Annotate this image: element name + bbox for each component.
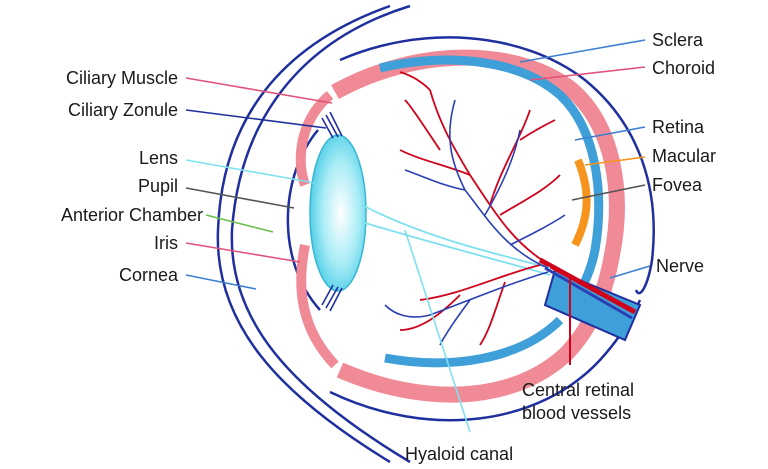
optic-nerve bbox=[538, 257, 642, 342]
retinal-arteries bbox=[399, 71, 561, 346]
lens-body bbox=[309, 134, 367, 292]
choroid-band bbox=[331, 49, 625, 403]
label-choroid: Choroid bbox=[652, 58, 715, 78]
label-macular: Macular bbox=[652, 146, 716, 166]
macula-patch bbox=[571, 158, 591, 247]
retina-band-lower bbox=[384, 316, 564, 368]
label-anterior-chamber: Anterior Chamber bbox=[61, 205, 203, 225]
label-central-retinal-line2: blood vessels bbox=[522, 403, 631, 423]
hyaloid-canal-leader bbox=[404, 229, 471, 433]
label-lens: Lens bbox=[139, 148, 178, 168]
label-sclera: Sclera bbox=[652, 30, 704, 50]
retinal-veins bbox=[384, 99, 566, 346]
label-pupil: Pupil bbox=[138, 176, 178, 196]
label-central-retinal-line1: Central retinal bbox=[522, 380, 634, 400]
label-cornea: Cornea bbox=[119, 265, 179, 285]
label-hyaloid-canal: Hyaloid canal bbox=[405, 444, 513, 464]
retina-band bbox=[378, 55, 604, 314]
label-nerve: Nerve bbox=[656, 256, 704, 276]
iris-upper bbox=[295, 91, 334, 187]
label-fovea: Fovea bbox=[652, 175, 703, 195]
iris-lower bbox=[296, 244, 339, 369]
label-retina: Retina bbox=[652, 117, 705, 137]
label-ciliary-zonule: Ciliary Zonule bbox=[68, 100, 178, 120]
ciliary-zonule-fibres bbox=[321, 111, 343, 312]
hyaloid-canal bbox=[361, 204, 551, 269]
right-leader-lines bbox=[519, 39, 651, 279]
left-leader-lines bbox=[185, 77, 333, 290]
label-ciliary-muscle: Ciliary Muscle bbox=[66, 68, 178, 88]
label-iris: Iris bbox=[154, 233, 178, 253]
